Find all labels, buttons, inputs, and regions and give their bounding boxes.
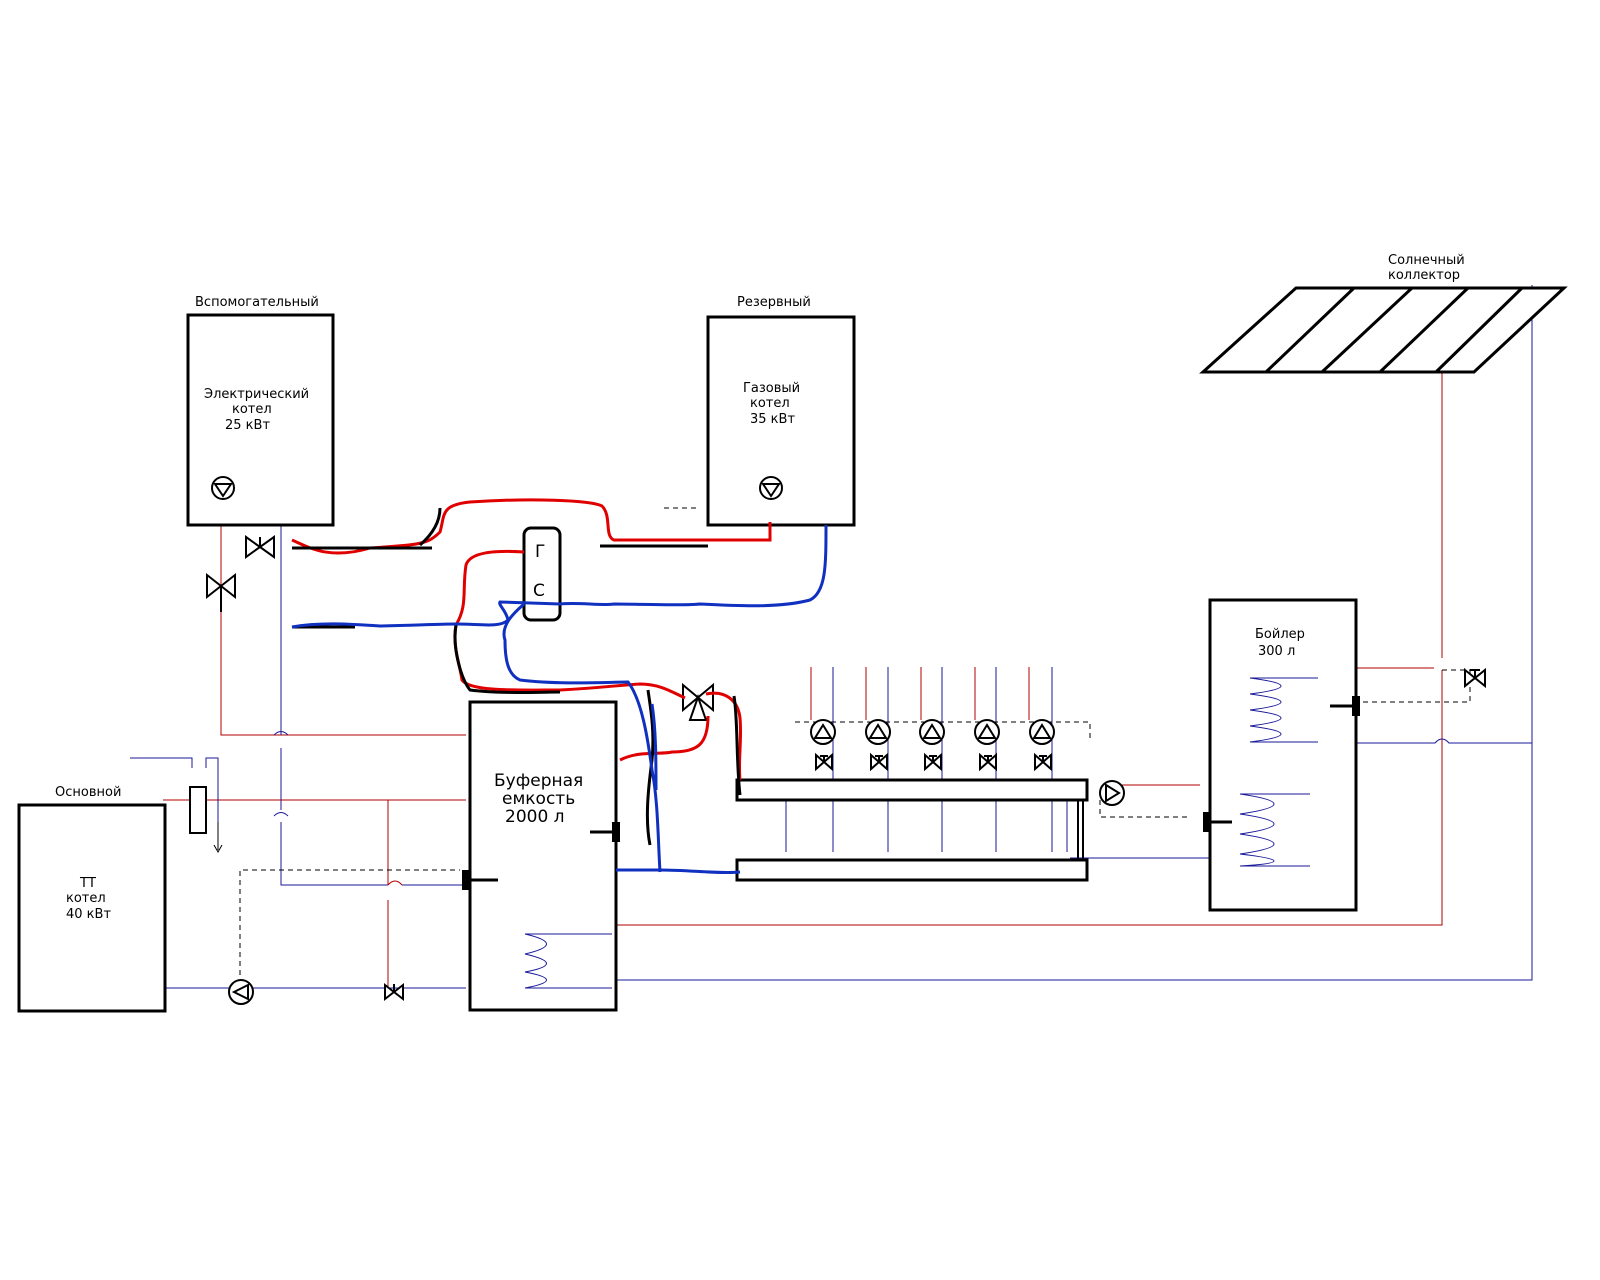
- aux-role-label: Вспомогательный: [195, 295, 319, 310]
- circuit-pumps: [810, 719, 1055, 745]
- pump-icon: [228, 979, 254, 1005]
- hydro-separator-s: С: [533, 581, 545, 601]
- pump-icon: [919, 719, 945, 745]
- dhw-boiler: Бойлер 300 л: [1203, 598, 1360, 912]
- tt-boiler-line-2: котел: [66, 891, 106, 906]
- circuit-supply-risers: [810, 667, 1030, 720]
- buffer-line-2: емкость: [502, 789, 575, 809]
- heat-exchanger-coil-icon: [1249, 677, 1318, 743]
- sensor-icon: [462, 870, 498, 890]
- electric-boiler-line-2: котел: [232, 402, 272, 417]
- valve-icon: [245, 535, 275, 559]
- buffer-line-1: Буферная: [494, 771, 583, 791]
- buffer-tank: Буферная емкость 2000 л: [462, 700, 620, 1012]
- electric-boiler-line-1: Электрический: [204, 387, 309, 402]
- electric-boiler-line-3: 25 кВт: [225, 418, 270, 433]
- three-way-valve-icon: [206, 572, 236, 612]
- valve-icon: [870, 752, 888, 772]
- tt-boiler-line-3: 40 кВт: [66, 907, 111, 922]
- valve-icon: [979, 752, 997, 772]
- control-lines: [239, 507, 1471, 975]
- pump-icon: [810, 719, 836, 745]
- sensor-icon: [1203, 812, 1232, 832]
- pump-icon: [865, 719, 891, 745]
- tt-boiler-line-1: ТТ: [79, 876, 96, 891]
- three-way-valve-icon: [1464, 667, 1486, 689]
- dhw-line-1: Бойлер: [1255, 627, 1305, 642]
- solar-line-2: коллектор: [1388, 268, 1460, 283]
- pump-icon: [1099, 780, 1125, 806]
- gas-boiler-line-2: котел: [750, 396, 790, 411]
- gas-boiler-line-3: 35 кВт: [750, 412, 795, 427]
- pump-icon: [1029, 719, 1055, 745]
- circuit-valves: [815, 752, 1052, 772]
- pump-icon: [974, 719, 1000, 745]
- thin-piping: [130, 285, 1533, 989]
- main-role-label: Основной: [55, 785, 121, 800]
- heat-exchanger-coil-icon: [524, 933, 612, 989]
- solar-line-1: Солнечный: [1388, 253, 1465, 268]
- valve-icon: [1034, 752, 1052, 772]
- gas-boiler-line-1: Газовый: [743, 381, 800, 396]
- heat-exchanger-coil-icon: [1239, 793, 1310, 867]
- electric-boiler: Вспомогательный Электрический котел 25 к…: [186, 295, 335, 527]
- solar-collector: Солнечный коллектор: [1199, 253, 1568, 374]
- hydraulic-separator: Г С: [522, 526, 562, 622]
- valve-icon: [384, 982, 404, 1002]
- heating-manifold: [735, 778, 1089, 882]
- gas-boiler: Резервный Газовый котел 35 кВт: [706, 295, 856, 527]
- three-way-valve-icon: [682, 682, 714, 721]
- sensor-icon: [1330, 696, 1360, 716]
- pump-icon: [211, 476, 235, 500]
- valve-icon: [815, 752, 833, 772]
- expansion-tank-icon: [189, 786, 223, 854]
- tt-boiler: Основной ТТ котел 40 кВт: [17, 785, 167, 1013]
- buffer-line-3: 2000 л: [505, 807, 565, 827]
- valve-icon: [924, 752, 942, 772]
- reserve-role-label: Резервный: [737, 295, 811, 310]
- dhw-line-2: 300 л: [1258, 644, 1295, 659]
- marker-overlay: [291, 498, 828, 875]
- pump-icon: [759, 476, 783, 500]
- sensor-icon: [590, 822, 620, 842]
- hydro-separator-g: Г: [535, 542, 545, 562]
